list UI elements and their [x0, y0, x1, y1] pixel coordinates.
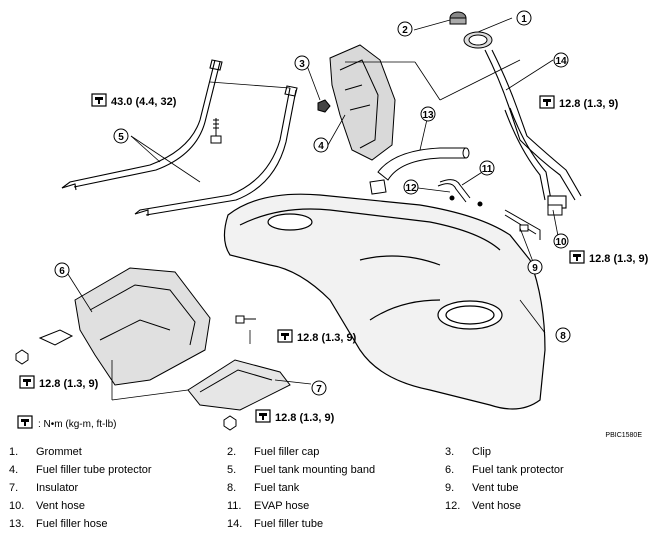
callout-1: 1 [516, 10, 532, 26]
insulator-nut [223, 415, 237, 431]
svg-text:: N•m (kg-m, ft-lb): : N•m (kg-m, ft-lb) [38, 419, 117, 430]
fuel-filler-hose [369, 147, 470, 195]
svg-text:12.8 (1.3, 9): 12.8 (1.3, 9) [589, 253, 649, 265]
svg-text:6: 6 [59, 266, 65, 277]
fuel-tank [223, 193, 546, 410]
vent-hose [547, 204, 563, 216]
fuel-tank-mounting-band [61, 59, 298, 216]
torque-spec-vent-tube: 12.8 (1.3, 9) [569, 250, 649, 265]
callout-12: 12 [403, 179, 419, 195]
fuel-filler-cap [449, 11, 467, 25]
fuel-tank-exploded-diagram: 1 2 3 4 5 6 7 8 9 10 11 12 13 14 43.0 (4… [15, 10, 649, 439]
callout-6: 6 [54, 262, 70, 278]
svg-text:12.8 (1.3, 9): 12.8 (1.3, 9) [39, 378, 99, 390]
torque-spec-insulator: 12.8 (1.3, 9) [255, 409, 335, 424]
protector-bolt [235, 315, 256, 324]
figure-code: PBIC1580E [605, 432, 642, 439]
leader-lines [65, 17, 559, 401]
callout-13: 13 [420, 106, 436, 122]
grommet [463, 31, 493, 49]
callout-10: 10 [553, 233, 569, 249]
callout-5: 5 [113, 128, 129, 144]
evap-hose [437, 179, 483, 207]
callout-7: 7 [311, 380, 327, 396]
unit-key: : N•m (kg-m, ft-lb) [17, 415, 117, 430]
svg-text:2: 2 [402, 25, 408, 36]
svg-text:1: 1 [521, 14, 527, 25]
fuel-tank-protector [38, 267, 211, 386]
fuel-filler-tube [484, 49, 582, 209]
svg-text:10: 10 [555, 237, 567, 248]
callout-11: 11 [479, 160, 495, 176]
svg-text:5: 5 [118, 132, 124, 143]
callout-14: 14 [553, 52, 569, 68]
callout-8: 8 [555, 327, 571, 343]
svg-text:3: 3 [299, 59, 305, 70]
svg-text:43.0 (4.4, 32): 43.0 (4.4, 32) [111, 96, 177, 108]
protector-nut [15, 349, 29, 365]
torque-spec-protector-right: 12.8 (1.3, 9) [277, 329, 357, 344]
insulator [187, 359, 291, 411]
callout-2: 2 [397, 21, 413, 37]
callout-4: 4 [313, 137, 329, 153]
torque-spec-protector-left: 12.8 (1.3, 9) [19, 375, 99, 390]
callout-3: 3 [294, 55, 310, 71]
fuel-filler-tube-protector [329, 44, 396, 161]
svg-text:12.8 (1.3, 9): 12.8 (1.3, 9) [297, 332, 357, 344]
svg-text:11: 11 [482, 164, 493, 175]
torque-spec-filler-tube: 12.8 (1.3, 9) [539, 95, 619, 110]
svg-text:14: 14 [555, 56, 567, 67]
svg-text:7: 7 [316, 384, 322, 395]
svg-text:13: 13 [422, 110, 434, 121]
parts-legend: 1.Grommet 2.Fuel filler cap 3.Clip 4.Fue… [9, 446, 564, 530]
svg-text:9: 9 [532, 263, 538, 274]
svg-text:12.8 (1.3, 9): 12.8 (1.3, 9) [559, 98, 619, 110]
callout-circles: 1 2 3 4 5 6 7 8 9 10 11 12 13 14 [54, 10, 571, 396]
band-bolt [210, 118, 222, 144]
svg-text:4: 4 [318, 141, 324, 152]
torque-spec-band: 43.0 (4.4, 32) [91, 93, 177, 108]
svg-text:8: 8 [560, 331, 566, 342]
callout-9: 9 [527, 259, 543, 275]
svg-text:12.8 (1.3, 9): 12.8 (1.3, 9) [275, 412, 335, 424]
clip [317, 99, 331, 113]
svg-text:12: 12 [405, 183, 417, 194]
